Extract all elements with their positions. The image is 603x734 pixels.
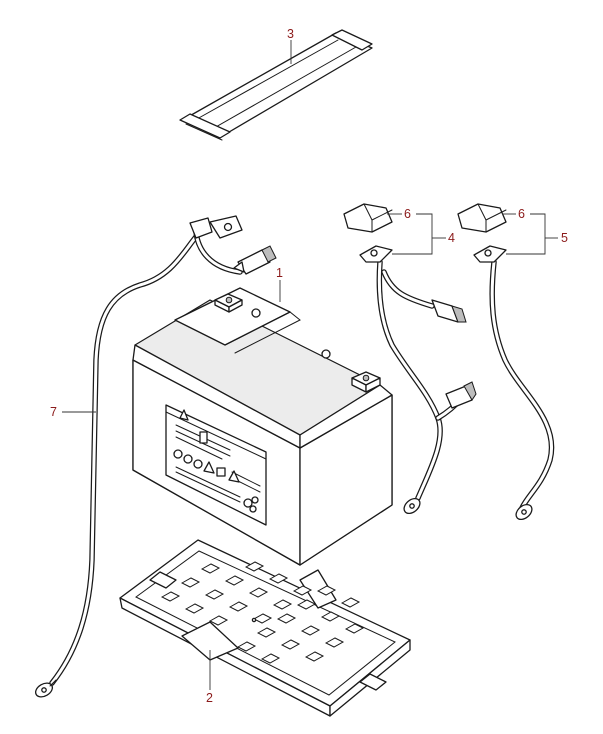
leader-lines (62, 40, 558, 690)
callout-ground-wire: 7 (50, 405, 57, 419)
ground-wire[interactable] (33, 215, 277, 700)
negative-lead-set[interactable] (473, 245, 555, 522)
positive-lead-set[interactable] (359, 245, 477, 516)
callout-battery-band: 3 (287, 27, 294, 41)
callout-terminal-cover-positive: 6 (404, 207, 411, 221)
callout-terminal-cover-negative: 6 (518, 207, 525, 221)
battery-band[interactable] (179, 29, 373, 141)
recycle-symbol-icon (243, 496, 259, 513)
callout-negative-lead-set: 5 (561, 231, 568, 245)
terminal-cover-negative[interactable] (457, 203, 507, 233)
battery[interactable] (132, 287, 393, 566)
warning-triangle-icon (179, 409, 189, 421)
callout-battery-tray: 2 (206, 691, 213, 705)
callout-battery: 1 (276, 266, 283, 280)
battery-tray[interactable] (119, 539, 411, 717)
callout-positive-lead-set: 4 (448, 231, 455, 245)
terminal-cover-positive[interactable] (343, 203, 393, 233)
